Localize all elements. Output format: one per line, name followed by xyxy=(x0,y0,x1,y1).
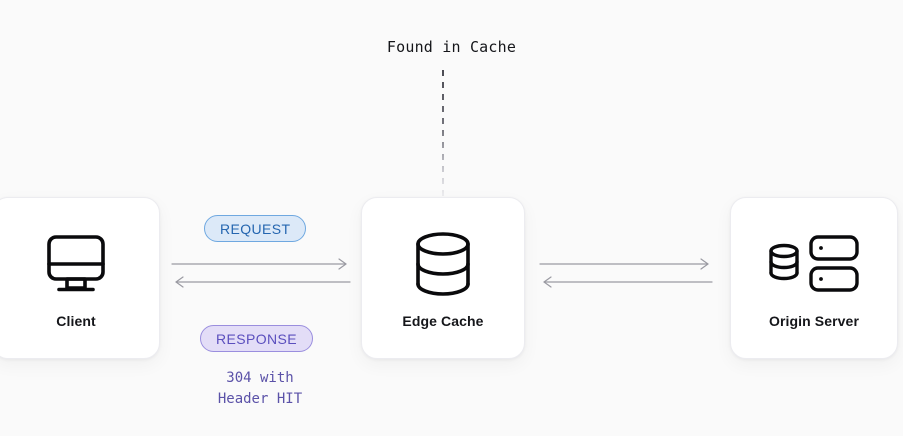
node-client[interactable]: Client xyxy=(0,197,160,359)
node-client-label: Client xyxy=(56,313,96,329)
response-caption: 304 with Header HIT xyxy=(176,368,344,410)
node-origin-server[interactable]: Origin Server xyxy=(730,197,898,359)
diagram-title: Found in Cache xyxy=(386,38,517,56)
status-badge-request: REQUEST xyxy=(204,215,307,242)
server-rack-icon xyxy=(767,227,861,301)
connector-edge-cache-origin-server xyxy=(539,254,713,290)
response-caption-line2: Header HIT xyxy=(217,391,303,407)
cache-hit-dashed-connector xyxy=(442,70,444,198)
connector-client-edge-cache xyxy=(171,254,351,290)
database-cylinder-icon xyxy=(412,227,474,301)
desktop-monitor-icon xyxy=(40,227,112,301)
response-caption-line1: 304 with xyxy=(226,370,294,386)
node-edge-cache[interactable]: Edge Cache xyxy=(361,197,525,359)
node-origin-server-label: Origin Server xyxy=(768,313,859,329)
status-badge-response: RESPONSE xyxy=(200,325,313,352)
node-edge-cache-label: Edge Cache xyxy=(402,313,484,329)
